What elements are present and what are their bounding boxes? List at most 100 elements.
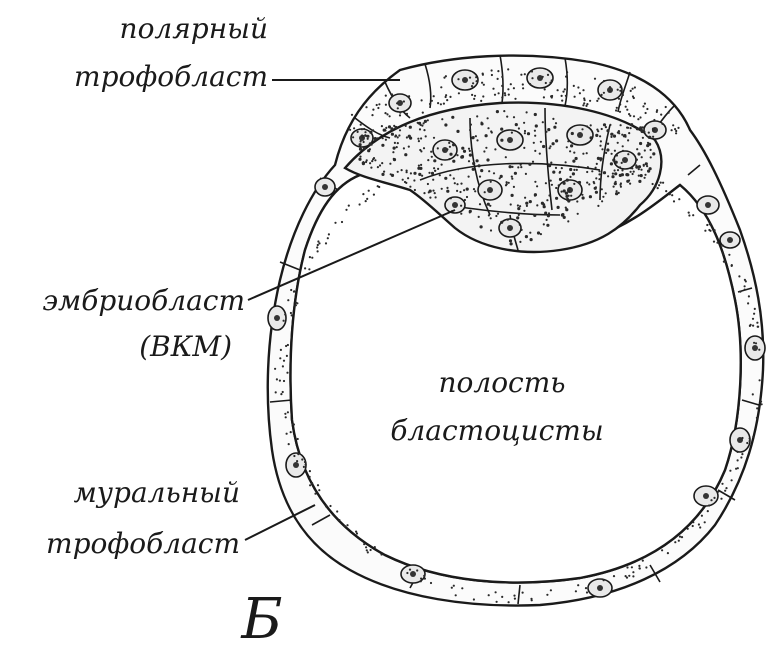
stipple-dot [567, 220, 569, 222]
stipple-dot [625, 173, 628, 176]
stipple-dot [688, 212, 690, 214]
stipple-dot [364, 131, 366, 133]
stipple-dot [336, 510, 338, 512]
stipple-dot [545, 182, 547, 184]
panel-letter: Б [240, 587, 282, 647]
stipple-dot [677, 127, 679, 129]
stipple-dot [427, 159, 429, 161]
stipple-dot [440, 86, 442, 88]
stipple-dot [522, 592, 524, 594]
stipple-dot [385, 95, 387, 97]
stipple-dot [626, 127, 628, 129]
stipple-dot [519, 205, 521, 207]
stipple-dot [637, 152, 640, 155]
stipple-dot [716, 242, 718, 244]
stipple-dot [660, 182, 662, 184]
stipple-dot [630, 167, 632, 169]
stipple-dot [582, 104, 584, 106]
stipple-dot [420, 124, 422, 126]
stipple-dot [614, 150, 616, 152]
stipple-dot [614, 172, 617, 175]
stipple-dot [529, 200, 532, 203]
stipple-dot [640, 169, 642, 171]
stipple-dot [370, 167, 372, 169]
stipple-dot [573, 152, 575, 154]
stipple-dot [552, 171, 555, 174]
stipple-dot [385, 139, 387, 141]
stipple-dot [283, 380, 285, 382]
stipple-dot [391, 93, 393, 95]
stipple-dot [644, 103, 646, 105]
stipple-dot [750, 324, 752, 326]
stipple-dot [381, 125, 383, 127]
stipple-dot [401, 169, 403, 171]
mural-trophoblast-label-line1: муральный [74, 476, 240, 509]
stipple-dot [752, 318, 754, 320]
stipple-dot [646, 108, 648, 110]
stipple-dot [418, 173, 421, 176]
stipple-dot [525, 202, 528, 205]
stipple-dot [576, 200, 578, 202]
stipple-dot [546, 219, 548, 221]
stipple-dot [317, 250, 319, 252]
stipple-dot [534, 150, 536, 152]
stipple-dot [394, 142, 396, 144]
stipple-dot [571, 132, 574, 135]
stipple-dot [434, 192, 436, 194]
stipple-dot [615, 161, 618, 164]
stipple-dot [414, 189, 416, 191]
stipple-dot [311, 257, 313, 259]
stipple-dot [500, 139, 503, 142]
stipple-dot [507, 68, 509, 70]
stipple-dot [453, 177, 455, 179]
stipple-dot [451, 587, 453, 589]
stipple-dot [434, 170, 436, 172]
stipple-dot [478, 164, 481, 167]
mural-trophoblast-label-line2: трофобласт [46, 527, 240, 560]
stipple-dot [596, 163, 598, 165]
stipple-dot [546, 594, 548, 596]
stipple-dot [290, 289, 292, 291]
stipple-dot [534, 181, 536, 183]
stipple-dot [540, 233, 542, 235]
stipple-dot [737, 459, 739, 461]
stipple-dot [692, 525, 694, 527]
stipple-dot [419, 167, 422, 170]
stipple-dot [699, 526, 701, 528]
stipple-dot [601, 148, 603, 150]
stipple-dot [393, 125, 395, 127]
stipple-dot [398, 134, 400, 136]
stipple-dot [550, 589, 552, 591]
cavity-label-line2: бластоцисты [390, 414, 603, 447]
stipple-dot [423, 575, 425, 577]
stipple-dot [523, 147, 525, 149]
stipple-dot [518, 214, 520, 216]
stipple-dot [638, 567, 640, 569]
stipple-dot [537, 231, 540, 234]
stipple-dot [511, 178, 513, 180]
stipple-dot [583, 102, 585, 104]
stipple-dot [482, 95, 484, 97]
stipple-dot [494, 94, 496, 96]
stipple-dot [717, 491, 719, 493]
stipple-dot [620, 182, 622, 184]
stipple-dot [437, 147, 439, 149]
stipple-dot [457, 168, 459, 170]
stipple-dot [510, 194, 513, 197]
stipple-dot [613, 575, 615, 577]
stipple-dot [296, 460, 298, 462]
stipple-dot [433, 167, 435, 169]
stipple-dot [445, 94, 447, 96]
stipple-dot [463, 189, 465, 191]
stipple-dot [486, 158, 489, 161]
stipple-dot [619, 111, 621, 113]
stipple-dot [555, 167, 557, 169]
stipple-dot [725, 487, 727, 489]
stipple-dot [557, 89, 559, 91]
stipple-dot [731, 479, 733, 481]
stipple-dot [641, 156, 643, 158]
stipple-dot [754, 308, 756, 310]
stipple-dot [356, 532, 358, 534]
stipple-dot [519, 224, 521, 226]
stipple-dot [761, 403, 763, 405]
